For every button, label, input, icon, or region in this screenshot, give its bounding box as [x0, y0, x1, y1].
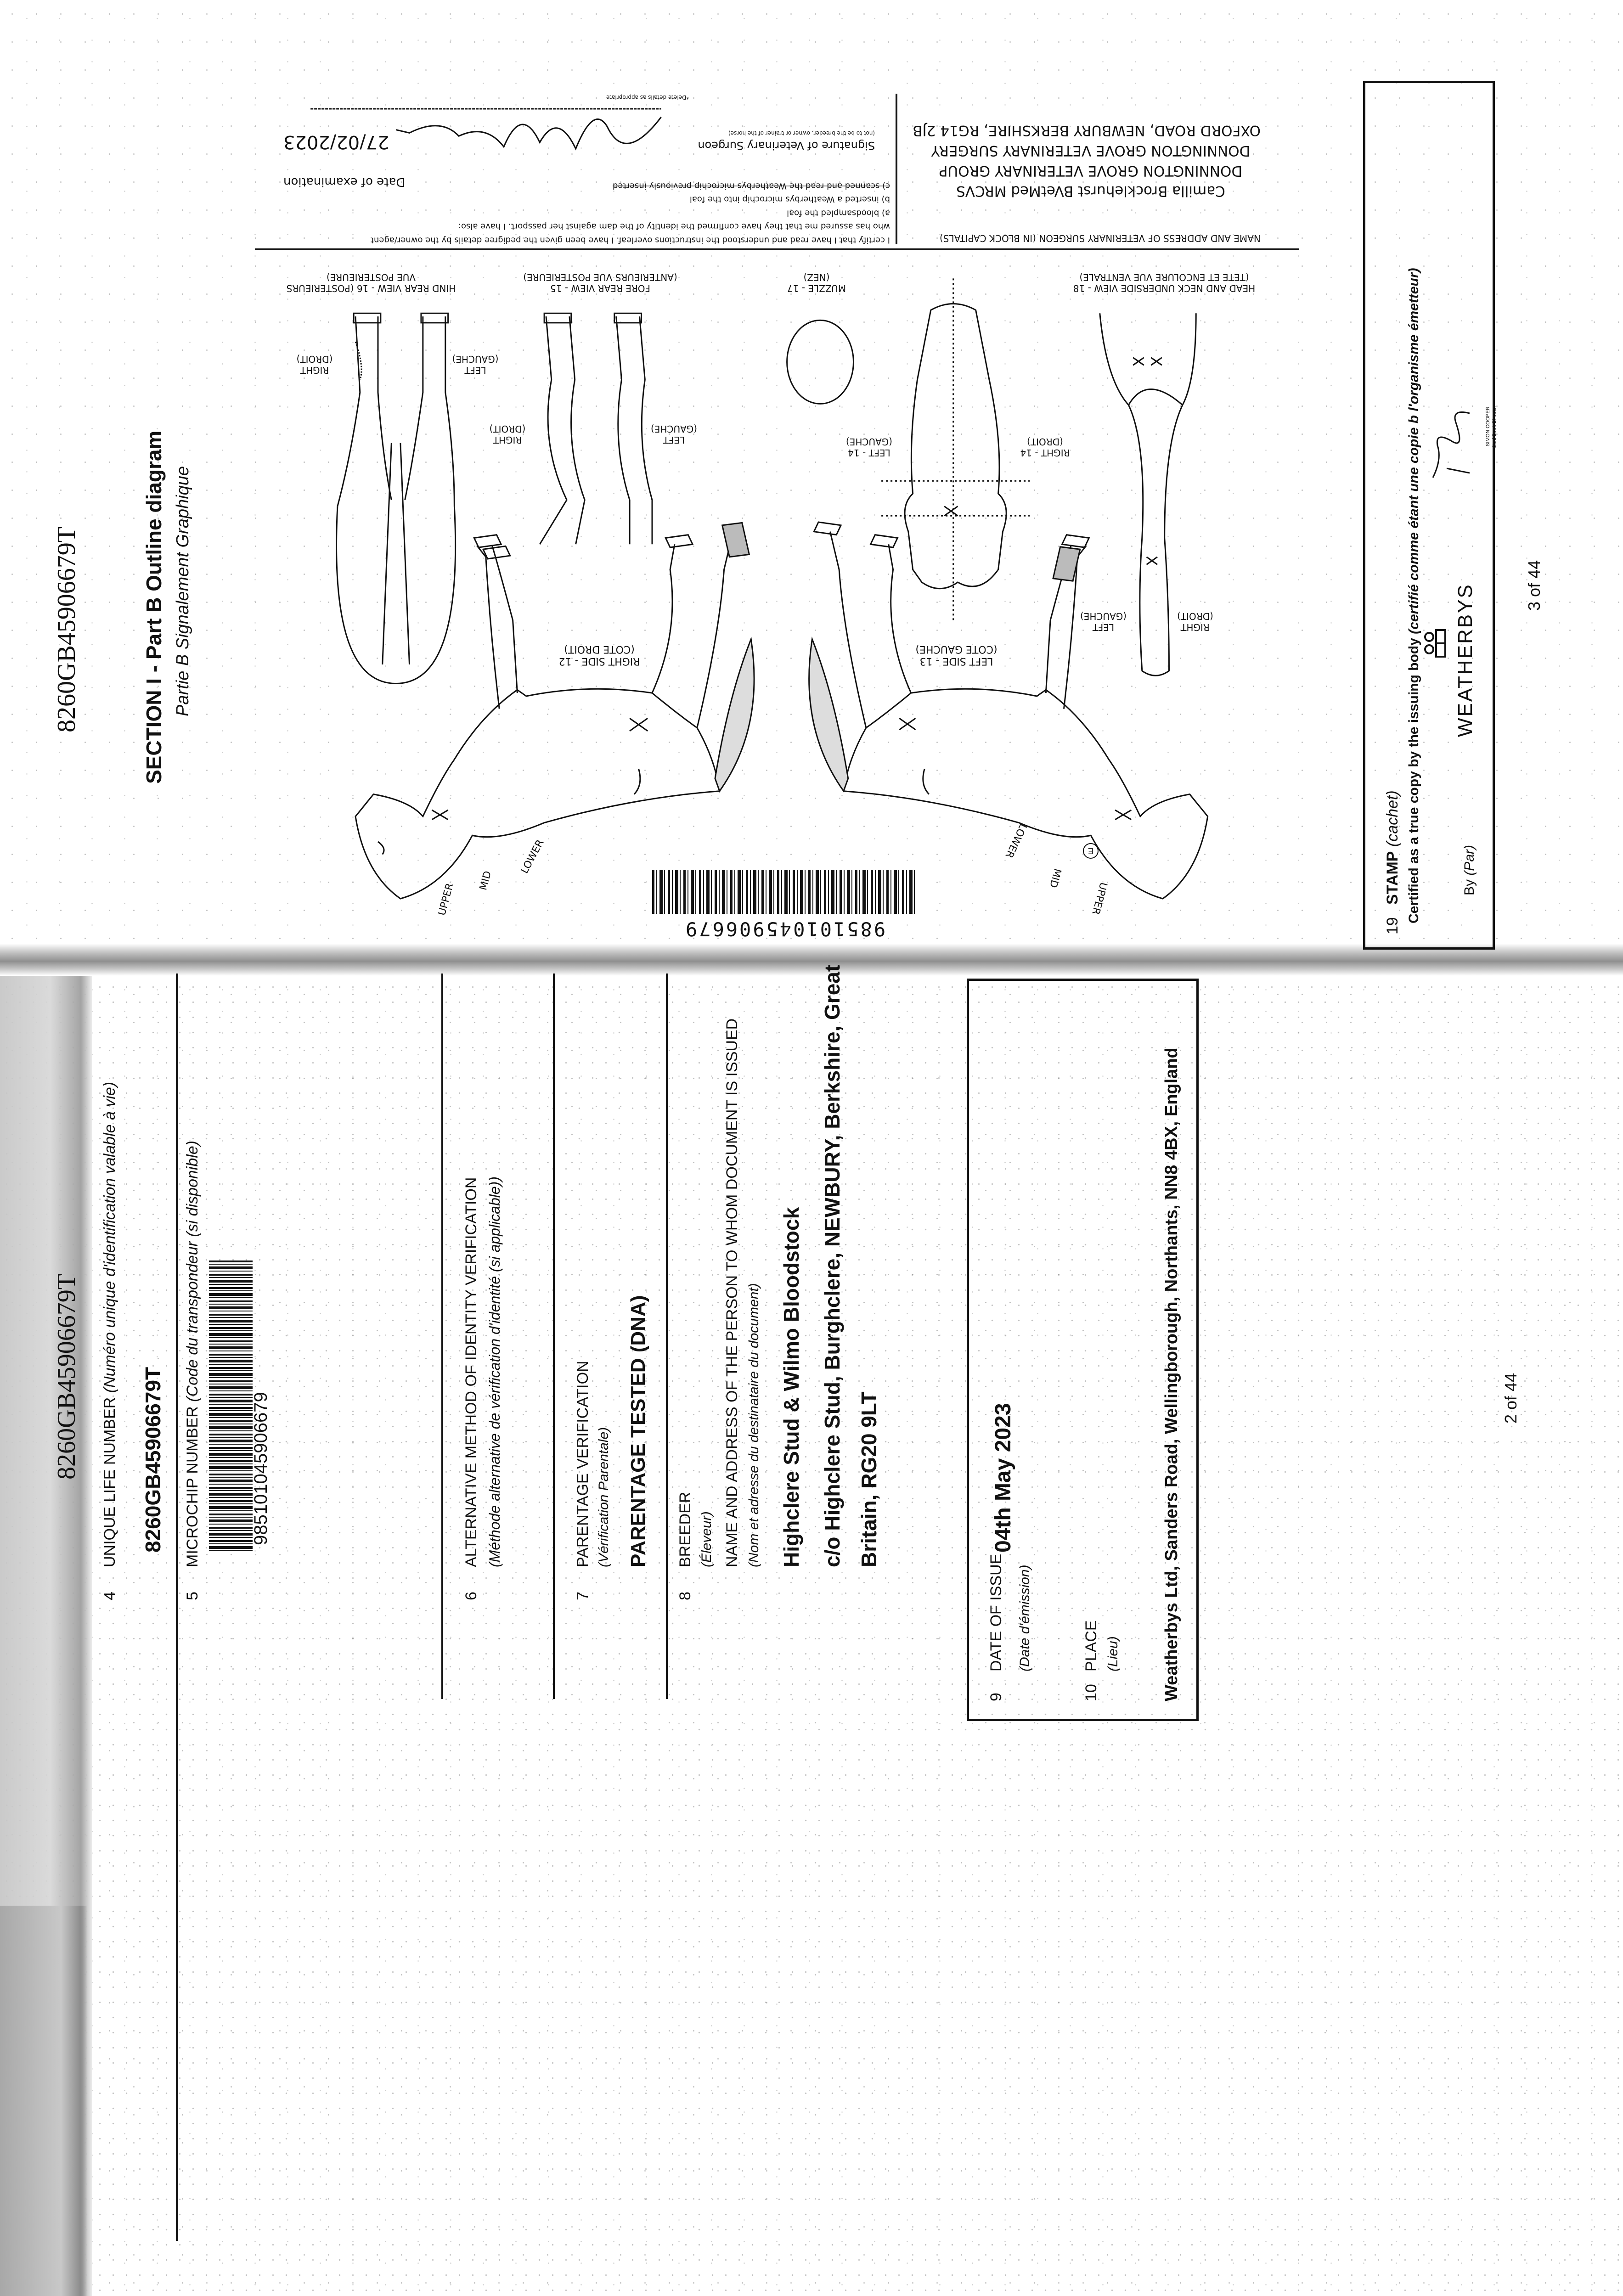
place-value: Weatherbys Ltd, Sanders Road, Wellingbor…	[1162, 1047, 1181, 1701]
item-5-number: 5	[184, 1592, 201, 1600]
certified-fr: (certifié comme étant une copie b l'orga…	[1406, 268, 1421, 634]
stamp-label: STAMP (cachet)	[1384, 790, 1402, 905]
head-front-view-outline	[881, 278, 1030, 620]
item-7-label: PARENTAGE VERIFICATION	[574, 1361, 592, 1567]
muzzle-view-outline	[787, 320, 854, 404]
item-6-number: 6	[462, 1592, 480, 1600]
unique-life-number-value: 8260GB45906679T	[141, 1367, 165, 1553]
item-8-label2-fr: (Nom et adresse du destinataire du docum…	[746, 1283, 761, 1567]
stamp-certified-text: Certified as a true copy by the issuing …	[1406, 268, 1422, 923]
stamp-label-fr: (cachet)	[1384, 790, 1401, 847]
by-en: By	[1462, 879, 1477, 895]
right-page-barcode	[652, 870, 917, 914]
item-4-label: UNIQUE LIFE NUMBER (Numéro unique d'iden…	[101, 1082, 119, 1567]
stamp-item-number: 19	[1384, 917, 1401, 934]
item-7-number: 7	[574, 1592, 592, 1600]
weatherbys-brand: WEATHERBYS	[1454, 583, 1476, 737]
certified-en: Certified as a true copy by the issuing …	[1406, 638, 1421, 923]
item-8-number: 8	[676, 1592, 694, 1600]
right-page-number: 3 of 44	[1525, 560, 1544, 611]
label-fr: (Numéro unique d'identification valable …	[101, 1081, 118, 1393]
item-9-label-fr: (Date d'émission)	[1017, 1564, 1032, 1671]
horse-outline-diagram	[230, 0, 1623, 987]
horse-right-side-outline	[355, 523, 754, 899]
fore-rear-view-outline	[540, 313, 652, 544]
right-page-barcode-text: 985101045906679	[683, 917, 886, 940]
divider	[666, 974, 668, 1699]
section-subtitle: Partie B Signalement Graphique	[173, 466, 192, 716]
section-title: SECTION I - Part B Outline diagram	[142, 430, 166, 784]
vet-section-divider	[255, 248, 1299, 250]
item-8-label-fr: (Éleveur)	[699, 1511, 714, 1567]
page-fold-shadow	[0, 944, 1623, 976]
by-fr: (Par)	[1462, 844, 1477, 876]
item-9-label: DATE OF ISSUE	[987, 1553, 1005, 1671]
breeder-line: Britain, RG20 9LT	[857, 1391, 881, 1567]
vet-signature	[310, 109, 661, 149]
item-9-number: 9	[987, 1693, 1005, 1701]
divider	[441, 974, 443, 1699]
horse-left-side-outline	[809, 522, 1208, 899]
left-page-header-id: 8260GB45906679T	[52, 1274, 81, 1480]
weatherbys-crest-icon	[1424, 629, 1446, 658]
scan-edge-shadow-dark	[0, 1906, 87, 2296]
stamp-box	[1363, 81, 1495, 950]
stamp-signature	[1432, 411, 1470, 478]
scan-noise-left-page	[0, 964, 1623, 2296]
stamp-label-en: STAMP	[1384, 851, 1401, 905]
item-5-label: MICROCHIP NUMBER (Code du transpondeur (…	[184, 1141, 202, 1567]
divider	[176, 974, 178, 2241]
label-en: MICROCHIP NUMBER	[184, 1406, 201, 1567]
right-page-header-id: 8260GB45906679T	[52, 527, 81, 732]
item-10-number: 10	[1082, 1684, 1100, 1701]
breeder-line: Highclere Stud & Wilmo Bloodstock	[779, 1207, 803, 1567]
item-7-label-fr: (Vérification Parentale)	[596, 1427, 611, 1567]
item-8-label2: NAME AND ADDRESS OF THE PERSON TO WHOM D…	[723, 1018, 741, 1567]
item-6-label: ALTERNATIVE METHOD OF IDENTITY VERIFICAT…	[462, 1177, 480, 1567]
date-of-issue-value: 04th May 2023	[991, 1403, 1015, 1553]
microchip-number-value: 985101045906679	[251, 1392, 271, 1545]
neck-underside-view-outline	[1100, 313, 1196, 675]
item-8-label: BREEDER	[676, 1491, 694, 1567]
label-fr: (Code du transpondeur (si disponible)	[184, 1140, 201, 1402]
item-10-label: PLACE	[1082, 1620, 1100, 1672]
left-page-number: 2 of 44	[1501, 1373, 1520, 1424]
microchip-barcode	[209, 1261, 253, 1553]
label-en: UNIQUE LIFE NUMBER	[101, 1397, 118, 1567]
parentage-value: PARENTAGE TESTED (DNA)	[627, 1295, 649, 1567]
hind-rear-view-outline	[337, 313, 456, 683]
divider	[553, 974, 555, 1699]
breeder-line: c/o Highclere Stud, Burghclere, NEWBURY,…	[820, 964, 844, 1567]
stamp-by-label: By (Par)	[1462, 845, 1478, 895]
item-6-label-fr: (Méthode alternative de vérification d'i…	[486, 1176, 503, 1567]
issue-box	[967, 979, 1199, 1721]
signatory-title: Stud Book Director	[1492, 405, 1497, 448]
item-4-number: 4	[101, 1592, 118, 1600]
signatory-name: SIMON COOPER	[1485, 406, 1491, 446]
vet-section-vertical-divider	[896, 94, 897, 244]
item-10-label-fr: (Lieu)	[1105, 1636, 1121, 1671]
